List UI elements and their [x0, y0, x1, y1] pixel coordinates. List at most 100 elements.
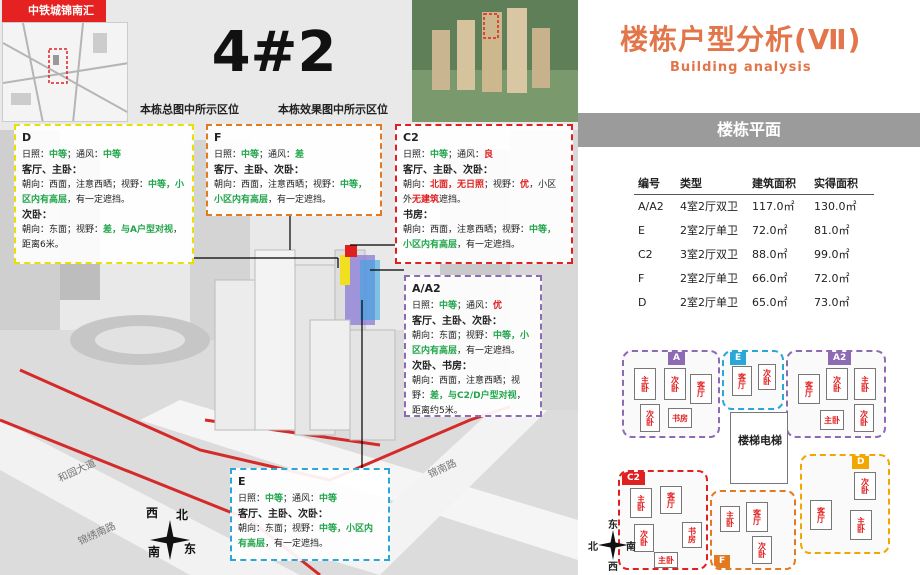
analysis-box-e: E 日照：中等；通风：中等 客厅、主卧、次卧： 朝向：东面；视野：中等，小区内有…	[230, 468, 390, 561]
room: 客厅	[810, 500, 832, 530]
room: 客厅	[746, 502, 768, 532]
table-row: C2 3室2厅双卫 88.0㎡ 99.0㎡	[634, 242, 874, 266]
site-map	[2, 22, 128, 122]
analysis-box-c2: C2 日照：中等；通风：良 客厅、主卧、次卧： 朝向：北面，无日照；视野：优，小…	[395, 124, 573, 264]
compass-s: 南	[626, 542, 636, 553]
room: 主卧	[720, 506, 740, 532]
box-a2-title: A/A2	[412, 282, 441, 295]
tower-4	[309, 319, 351, 431]
compass-small: 东 北 南 西	[588, 520, 638, 573]
table-cell: D	[638, 295, 647, 309]
room: 主卧	[630, 488, 652, 518]
analysis-box-d: D 日照：中等；通风：中等 客厅、主卧： 朝向：西面，注意西晒；视野：中等，小区…	[14, 124, 194, 264]
room: 主卧	[850, 510, 872, 540]
table-row: E 2室2厅单卫 72.0㎡ 81.0㎡	[634, 218, 874, 242]
right-panel: 楼栋户型分析(Ⅶ) Building analysis 楼栋平面 编号 类型 建…	[578, 0, 920, 575]
room: 次卧	[758, 364, 776, 390]
table-cell: 72.0㎡	[814, 272, 850, 285]
unit-d: D 客厅 次卧 主卧	[800, 454, 890, 554]
table-cell: E	[638, 223, 645, 237]
unit-d-tag: D	[852, 456, 870, 469]
box-f-title: F	[214, 131, 222, 144]
room: 书房	[668, 408, 692, 428]
table-row: D 2室2厅单卫 65.0㎡ 73.0㎡	[634, 290, 874, 314]
table-cell: 3室2厅双卫	[680, 248, 738, 261]
room: 次卧	[854, 404, 874, 432]
table-cell: 2室2厅单卫	[680, 296, 738, 309]
tower-5	[349, 329, 396, 441]
room: 次卧	[664, 368, 686, 400]
unit-f-tag: F	[714, 555, 731, 568]
table-cell: A/A2	[638, 199, 664, 213]
table-cell: 65.0㎡	[752, 296, 788, 309]
room: 次卧	[752, 536, 772, 564]
unit-a: A 主卧 次卧 客厅 次卧 书房	[622, 350, 720, 438]
compass-n: 北	[176, 507, 188, 522]
page-subtitle: Building analysis	[670, 60, 812, 75]
caption-render: 本栋效果图中所示区位	[278, 103, 388, 116]
analysis-box-a-a2: A/A2 日照：中等；通风：优 客厅、主卧、次卧： 朝向：东面；视野：中等，小区…	[404, 275, 542, 417]
table-cell: 81.0㎡	[814, 224, 850, 237]
unit-table: 编号 类型 建筑面积 实得面积 A/A2 4室2厅双卫 117.0㎡ 130.0…	[634, 172, 874, 314]
table-cell: 66.0㎡	[752, 272, 788, 285]
table-cell: C2	[638, 247, 653, 261]
stair-elevator-core: 楼梯电梯	[730, 412, 788, 484]
compass: 北 东 南 西	[146, 506, 196, 560]
table-header-cell: 类型	[676, 172, 748, 195]
box-c2-title: C2	[403, 131, 419, 144]
table-cell: 2室2厅单卫	[680, 224, 738, 237]
caption-site-plan: 本栋总图中所示区位	[140, 103, 239, 116]
unit-e-highlight	[360, 260, 380, 320]
box-e-title: E	[238, 475, 246, 488]
unit-a2: A2 客厅 次卧 主卧 主卧 次卧	[786, 350, 886, 438]
table-header-cell: 编号	[634, 172, 676, 195]
floor-plan: A 主卧 次卧 客厅 次卧 书房 E 客厅 次卧 A2 客厅 次卧 主卧 主卧 …	[618, 350, 918, 572]
section-header: 楼栋平面	[578, 113, 920, 147]
compass-n: 北	[588, 542, 598, 553]
unit-f: F 主卧 客厅 次卧	[710, 490, 796, 570]
room: 次卧	[634, 524, 654, 552]
room: 客厅	[798, 374, 820, 404]
unit-c2-highlight	[345, 245, 357, 257]
unit-a-tag: A	[668, 352, 685, 365]
compass-w: 西	[146, 506, 158, 520]
site-label: 中铁城锦南汇	[2, 0, 106, 22]
table-header-cell: 建筑面积	[748, 172, 810, 195]
tower-1	[214, 279, 256, 431]
unit-e: E 客厅 次卧	[722, 350, 784, 410]
table-cell: 130.0㎡	[814, 200, 857, 214]
room: 主卧	[854, 368, 876, 400]
plaza-inner	[95, 326, 185, 354]
unit-e-tag: E	[730, 352, 747, 365]
table-cell: 99.0㎡	[814, 248, 850, 261]
table-row: A/A2 4室2厅双卫 117.0㎡ 130.0㎡	[634, 194, 874, 218]
table-cell: 2室2厅单卫	[680, 272, 738, 285]
site-analysis-area: 和园大道 锦南路 锦绣南路 北 东 南 西 中铁城锦南汇 4#2 本栋总图中所示…	[0, 0, 578, 575]
box-d-title: D	[22, 131, 32, 144]
analysis-box-f: F 日照：中等；通风：差 客厅、主卧、次卧： 朝向：西面，注意西晒；视野：中等，…	[206, 124, 382, 216]
table-cell: 117.0㎡	[752, 200, 795, 214]
room: 主卧	[820, 410, 844, 430]
compass-s: 南	[148, 544, 160, 559]
table-cell: 88.0㎡	[752, 248, 788, 261]
compass-e: 东	[184, 541, 196, 556]
unit-c2-tag: C2	[622, 472, 645, 485]
room: 主卧	[654, 552, 678, 568]
unit-c2: C2 主卧 客厅 次卧 书房 主卧	[618, 470, 708, 570]
room: 主卧	[634, 368, 656, 400]
table-cell: 73.0㎡	[814, 296, 850, 309]
table-cell: 72.0㎡	[752, 224, 788, 237]
room: 次卧	[640, 404, 660, 432]
road-main	[0, 420, 300, 575]
room: 书房	[682, 522, 702, 548]
site-marker	[48, 48, 68, 84]
table-header-row: 编号 类型 建筑面积 实得面积	[634, 172, 874, 195]
compass-w: 西	[608, 562, 618, 573]
unit-d-highlight	[340, 255, 350, 285]
compass-e: 东	[608, 520, 618, 531]
table-header-cell: 实得面积	[810, 172, 874, 195]
tower-2	[254, 249, 296, 431]
room: 次卧	[826, 368, 848, 400]
render-thumbnail	[412, 0, 578, 122]
unit-a2-tag: A2	[828, 352, 852, 365]
